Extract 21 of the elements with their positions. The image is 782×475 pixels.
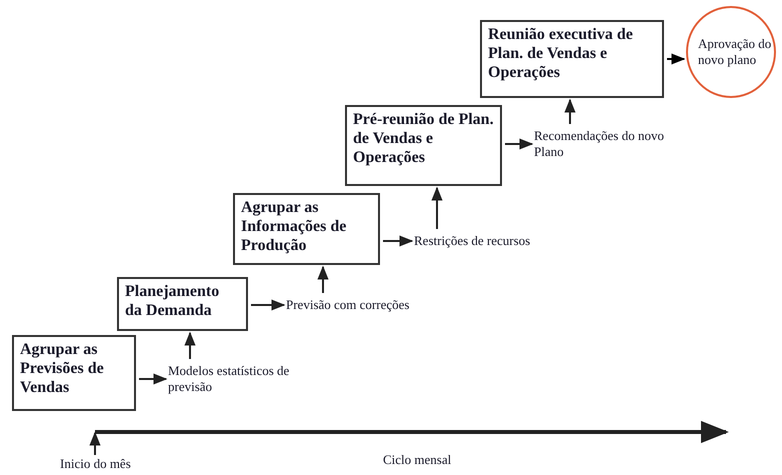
arrow <box>139 373 168 385</box>
step-output-text: Modelos estatísticos de previsão <box>168 363 318 395</box>
arrow <box>564 98 576 124</box>
arrow <box>383 235 414 247</box>
axis-label: Ciclo mensal <box>383 452 452 468</box>
arrow <box>184 332 196 359</box>
axis-label: Inicio do mês <box>60 456 131 472</box>
arrow <box>251 299 286 311</box>
arrow <box>431 186 443 229</box>
process-box: Planejamento da Demanda <box>117 277 248 331</box>
process-box: Agrupar as Informações de Produção <box>233 193 380 265</box>
arrow <box>667 53 686 65</box>
process-box: Reunião executiva de Plan. de Vendas e Operações <box>480 20 664 98</box>
process-box: Agrupar as Previsões de Vendas <box>12 335 136 411</box>
step-output-text: Restrições de recursos <box>414 233 584 249</box>
arrow <box>317 266 329 293</box>
process-box: Pré-reunião de Plan. de Vendas e Operações <box>345 105 502 186</box>
step-output-text: Recomendações do novo Plano <box>534 128 684 160</box>
highlighted-outcome: Aprovação do novo plano <box>686 6 776 98</box>
step-output-text: Previsão com correções <box>286 297 456 313</box>
arrow <box>505 138 534 150</box>
